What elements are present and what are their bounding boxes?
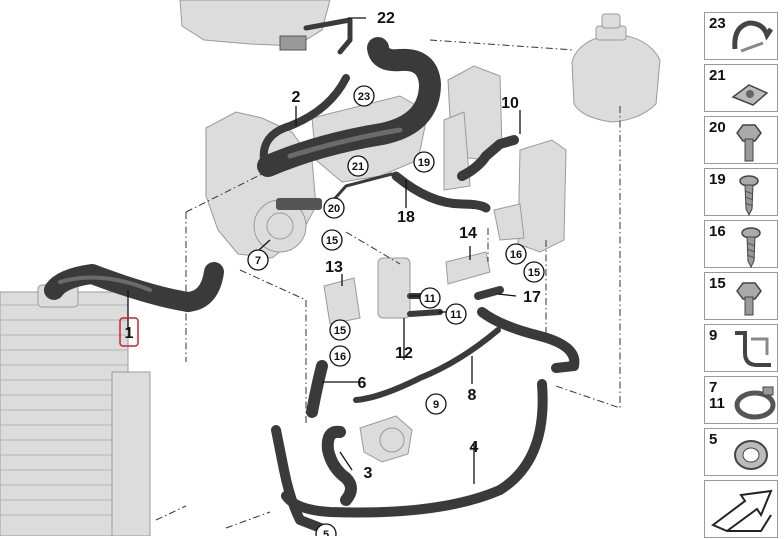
label-4[interactable]: 4 — [470, 439, 479, 456]
hose-5 — [271, 425, 331, 535]
hex-bolt-icon — [736, 124, 762, 162]
valve-body — [323, 251, 491, 325]
label-16a-circle — [329, 345, 351, 367]
label-16a[interactable]: 16 — [334, 351, 346, 363]
label-9[interactable]: 9 — [433, 399, 439, 411]
label-13[interactable]: 13 — [325, 259, 343, 276]
label-15b-circle — [329, 319, 351, 341]
legend-label: 9 — [709, 327, 718, 344]
label-12[interactable]: 12 — [395, 345, 413, 362]
label-19-circle — [413, 151, 435, 173]
legend-label: 5 — [709, 431, 718, 448]
legend-label: 21 — [709, 67, 726, 84]
hose-main-upper — [257, 37, 441, 177]
legend-item-23[interactable]: 23 — [704, 12, 778, 60]
label-11a-circle — [419, 287, 441, 309]
hose-4 — [281, 379, 548, 518]
label-16b[interactable]: 16 — [510, 249, 522, 261]
legend-label: 19 — [709, 171, 726, 188]
label-2[interactable]: 2 — [292, 89, 301, 106]
dashed-connection-lines — [155, 39, 621, 529]
label-21[interactable]: 21 — [352, 161, 364, 173]
label-15c-circle — [523, 261, 545, 283]
label-20[interactable]: 20 — [328, 203, 340, 215]
arrow-icon — [711, 489, 773, 533]
label-18[interactable]: 18 — [397, 209, 415, 226]
label-11b-circle — [445, 303, 467, 325]
label-22[interactable]: 22 — [377, 10, 395, 27]
label-23[interactable]: 23 — [358, 91, 370, 103]
bracket-clip-icon — [735, 331, 771, 367]
legend-item-20[interactable]: 20 — [704, 116, 778, 164]
callouts: 1 2 3 4 5 6 7 8 9 10 11 11 12 13 14 15 1… — [119, 10, 545, 536]
legend-item-21[interactable]: 21 — [704, 64, 778, 112]
label-20-circle — [323, 197, 345, 219]
label-1[interactable]: 1 — [125, 325, 134, 342]
label-11b[interactable]: 11 — [450, 309, 462, 321]
label-7-circle — [247, 249, 269, 271]
legend-item-15[interactable]: 15 — [704, 272, 778, 320]
label-10[interactable]: 10 — [501, 95, 519, 112]
label-14[interactable]: 14 — [459, 225, 477, 242]
legend-label: 23 — [709, 15, 726, 32]
hose-22 — [279, 17, 353, 55]
leader-lines — [127, 17, 521, 484]
label-15a[interactable]: 15 — [326, 235, 338, 247]
hose-8 — [353, 307, 580, 403]
legend-label: 7 11 — [709, 379, 725, 412]
label-5[interactable]: 5 — [323, 529, 329, 536]
legend-item-arrow[interactable] — [704, 480, 778, 538]
label-1-highlight — [119, 317, 139, 347]
label-15c[interactable]: 15 — [528, 267, 540, 279]
legend-item-7-11[interactable]: 7 11 — [704, 376, 778, 424]
label-9-circle — [425, 393, 447, 415]
clamp-icon — [734, 440, 768, 470]
hose-1 — [44, 262, 224, 312]
expansion-tank — [571, 13, 661, 123]
label-21-circle — [347, 155, 369, 177]
legend-item-5[interactable]: 5 — [704, 428, 778, 476]
hose-2 — [259, 74, 350, 174]
legend-item-9[interactable]: 9 — [704, 324, 778, 372]
label-5-circle — [315, 523, 337, 536]
hose-3 — [321, 425, 357, 506]
label-11a[interactable]: 11 — [424, 293, 436, 305]
oil-cooler — [493, 139, 567, 253]
electric-coolant-pump — [359, 415, 413, 463]
label-15b[interactable]: 15 — [334, 325, 346, 337]
clip-nut-icon — [731, 84, 769, 106]
hex-bolt-icon — [736, 282, 762, 316]
torx-screw-icon — [741, 227, 761, 269]
label-6[interactable]: 6 — [358, 375, 367, 392]
legend-label: 16 — [709, 223, 726, 240]
label-7[interactable]: 7 — [255, 255, 261, 267]
label-19[interactable]: 19 — [418, 157, 430, 169]
hose-6 — [306, 360, 328, 418]
torx-screw-icon — [739, 175, 759, 217]
legend-label: 20 — [709, 119, 726, 136]
label-16b-circle — [505, 243, 527, 265]
label-3[interactable]: 3 — [364, 465, 373, 482]
legend-item-16[interactable]: 16 — [704, 220, 778, 269]
label-23-circle — [353, 85, 375, 107]
legend-item-19[interactable]: 19 — [704, 168, 778, 217]
hose-clamp-icon — [734, 386, 776, 420]
hose-10 — [457, 135, 519, 181]
label-15a-circle — [321, 229, 343, 251]
label-17[interactable]: 17 — [523, 289, 541, 306]
clip-icon — [732, 20, 774, 53]
label-8[interactable]: 8 — [468, 387, 477, 404]
legend-label: 15 — [709, 275, 726, 292]
